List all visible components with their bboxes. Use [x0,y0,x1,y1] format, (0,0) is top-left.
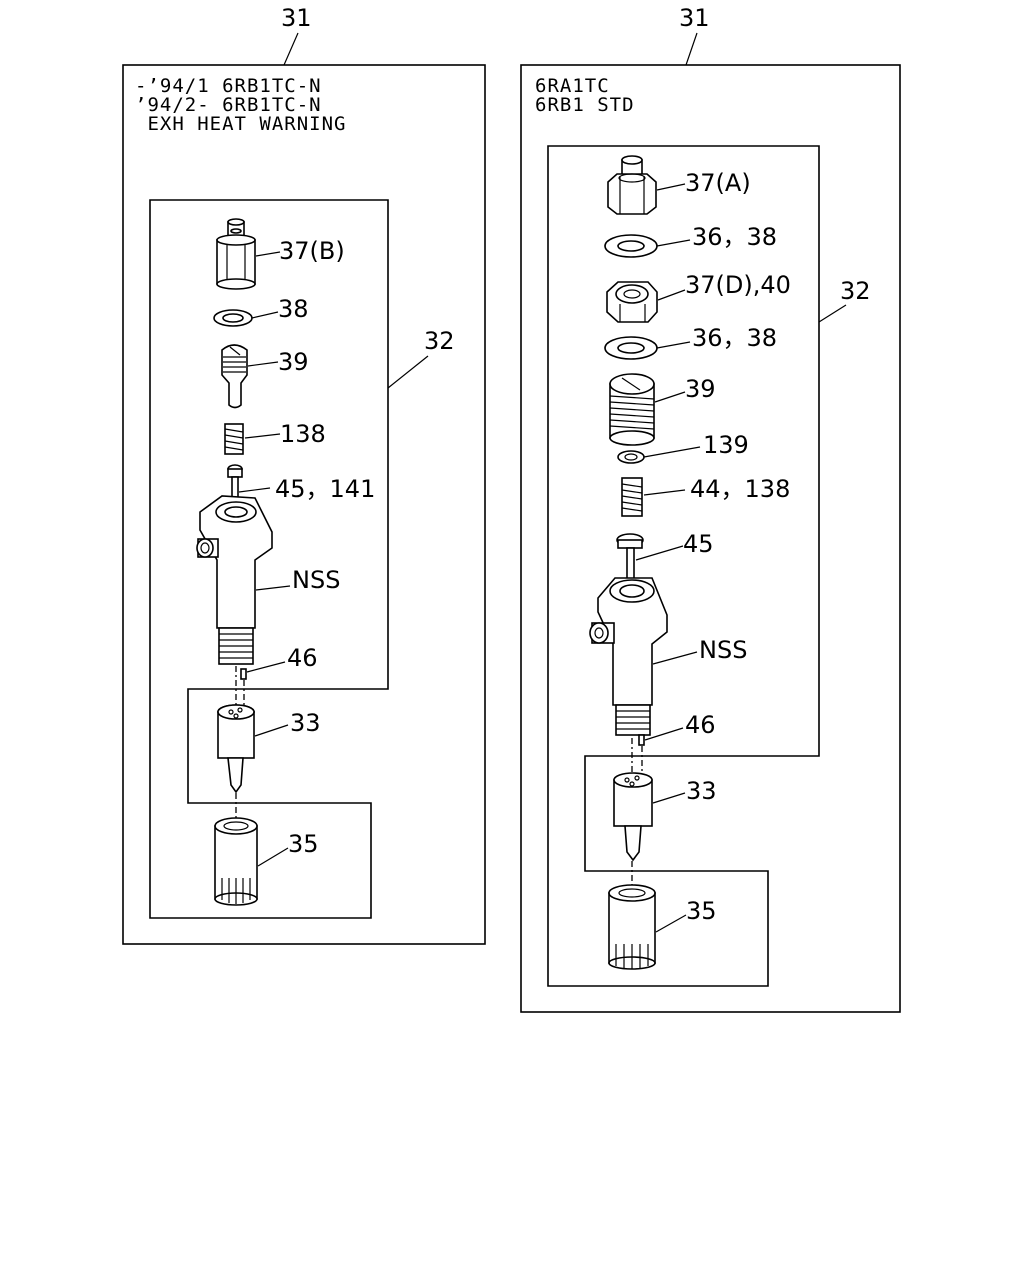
right-pin-46 [638,734,645,746]
left-label-45: 45，141 [275,475,375,503]
right-retaining-nut-35 [608,884,656,970]
right-label-nss: NSS [699,636,747,664]
right-washer-36-38-upper [604,234,658,258]
right-label-37a: 37(A) [685,169,751,197]
right-pushrod-45 [616,533,644,597]
right-shim-139 [617,450,645,464]
left-label-37b: 37(B) [279,237,345,265]
right-label-45: 45 [683,530,714,558]
right-header-line-2: 6RB1 STD [535,94,635,116]
left-washer-38 [213,309,253,327]
left-pin-46 [240,668,247,680]
left-label-35: 35 [288,830,319,858]
left-label-39: 39 [278,348,309,376]
left-retaining-nut-35 [214,817,258,906]
right-outer-frame [520,64,901,1013]
left-label-38: 38 [278,295,309,323]
right-fitting-37a [607,155,657,215]
left-assembly-32-frame [149,199,389,919]
right-label-36-38-upper: 36，38 [692,223,777,251]
right-injector-body [589,577,668,736]
left-nozzle-33 [217,704,255,794]
right-label-36-38-lower: 36，38 [692,324,777,352]
right-label-39: 39 [685,375,716,403]
right-nut-37d [606,281,658,323]
left-header-line-1: -’94/1 6RB1TC-N [135,75,322,97]
left-callout-32: 32 [424,327,455,355]
right-callout-31: 31 [679,4,710,32]
right-panel: 31 6RA1TC 6RB1 STD 32 37(A) 36，38 [520,4,901,1013]
right-label-37d-40: 37(D),40 [685,271,791,299]
left-panel: 31 -’94/1 6RB1TC-N ’94/2- 6RB1TC-N EXH H… [122,4,486,945]
left-callout-31: 31 [281,4,312,32]
left-label-46: 46 [287,644,318,672]
left-injector-body [196,495,273,665]
left-screw-39 [221,344,248,409]
left-outer-frame [122,64,486,945]
left-fitting-37b [216,218,256,290]
left-header-line-3: EXH HEAT WARNING [135,113,346,135]
right-label-139: 139 [703,431,749,459]
left-header-line-2: ’94/2- 6RB1TC-N [135,94,322,116]
left-label-33: 33 [290,709,321,737]
right-spring-44-138 [621,477,643,517]
right-label-33: 33 [686,777,717,805]
left-spring-138 [224,423,244,455]
right-callout-32: 32 [840,277,871,305]
left-label-138: 138 [280,420,326,448]
left-label-nss: NSS [292,566,340,594]
right-screw-39 [609,373,655,446]
right-nozzle-33 [613,772,653,862]
right-header-line-1: 6RA1TC [535,75,610,97]
right-label-44-138: 44，138 [690,475,790,503]
right-label-35: 35 [686,897,717,925]
right-assembly-32-frame [547,145,820,987]
right-washer-36-38-lower [604,336,658,360]
right-label-46: 46 [685,711,716,739]
